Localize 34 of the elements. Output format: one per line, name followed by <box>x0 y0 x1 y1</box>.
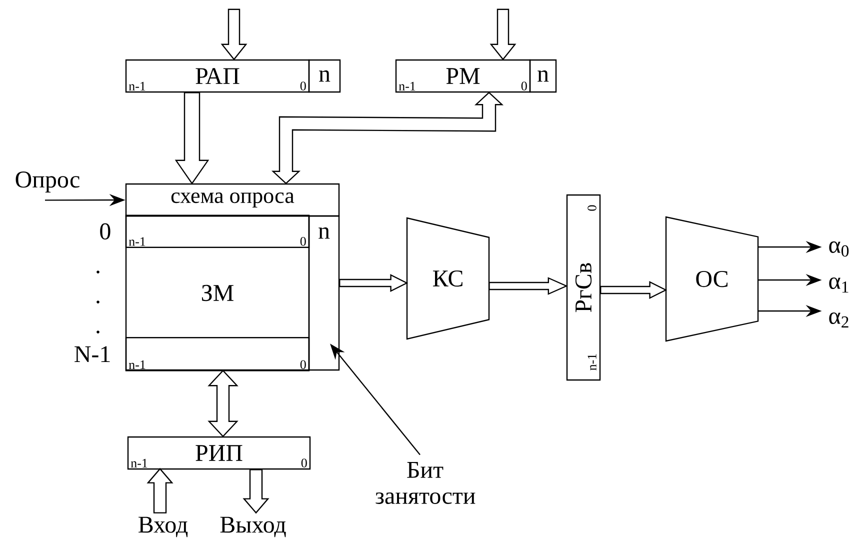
dot: . <box>96 330 100 334</box>
input-label: Вход <box>138 516 188 538</box>
bus-arrow <box>242 469 270 514</box>
memory-row: 0 n-1 0 <box>100 214 310 248</box>
node-label: 0 <box>100 223 110 240</box>
decoder-trapezoid: ОС <box>665 216 759 342</box>
register-box: РМ n-1 0 <box>395 59 531 93</box>
register-cell: n <box>308 59 341 93</box>
callout-text: Бит занятости <box>376 462 476 504</box>
busy-bit-column: n <box>308 215 340 371</box>
register-box: РИП n-1 0 <box>127 436 311 470</box>
encoder-trapezoid: КС <box>406 217 490 340</box>
bus-arrow <box>339 274 408 292</box>
register-cell: n <box>529 59 557 93</box>
bus-arrow <box>174 92 210 184</box>
input-label: Опрос <box>16 172 80 192</box>
output-label: Выход <box>220 516 286 538</box>
output-label: α$_{2}$ <box>829 312 848 328</box>
bus-arrow <box>271 92 504 184</box>
bus-arrow <box>490 8 516 60</box>
output-label: α$_{1}$ <box>829 277 848 293</box>
polling-circuit-box: схема опроса <box>125 183 340 217</box>
node-label: N-1 <box>74 346 110 362</box>
register-box: РАП n-1 0 <box>125 59 310 93</box>
output-label: α$_{0}$ <box>829 241 849 257</box>
dot: . <box>96 270 100 274</box>
bus-arrow <box>488 277 568 295</box>
memory-row: N-1 n-1 0 <box>74 337 310 372</box>
register-box: РгСв 0 n-1 <box>566 194 601 381</box>
bus-arrow <box>600 281 668 299</box>
bus-arrow <box>208 370 238 438</box>
bus-arrow <box>146 468 174 514</box>
bus-arrow <box>220 8 248 60</box>
dot: . <box>96 300 100 304</box>
